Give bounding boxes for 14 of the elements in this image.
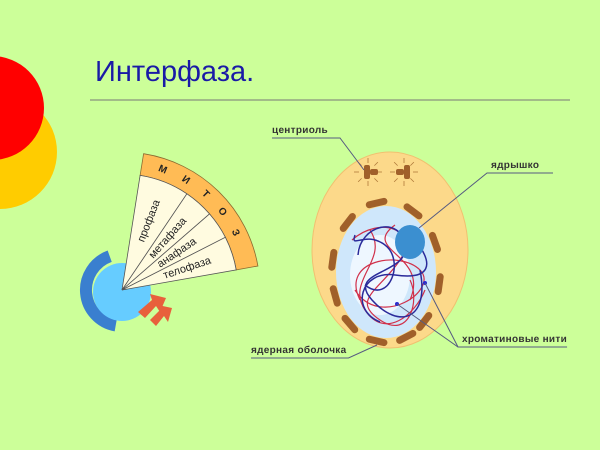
centriole-pair — [364, 165, 410, 179]
part-label: центриоль — [272, 125, 338, 138]
leader-line — [250, 344, 378, 358]
slide-title: Интерфаза. — [95, 56, 254, 89]
leader-line — [272, 138, 364, 170]
part-label: ядерная оболочка — [251, 345, 346, 358]
part-label: ядрышко — [491, 160, 553, 173]
chromatin-point — [395, 302, 399, 306]
nuclear-envelope-segment — [365, 335, 388, 347]
chromatin-point — [423, 281, 427, 285]
leader-line — [418, 172, 554, 228]
part-label: хроматиновые нити — [462, 334, 568, 347]
nucleolus — [395, 225, 425, 259]
leader-line — [396, 304, 568, 348]
